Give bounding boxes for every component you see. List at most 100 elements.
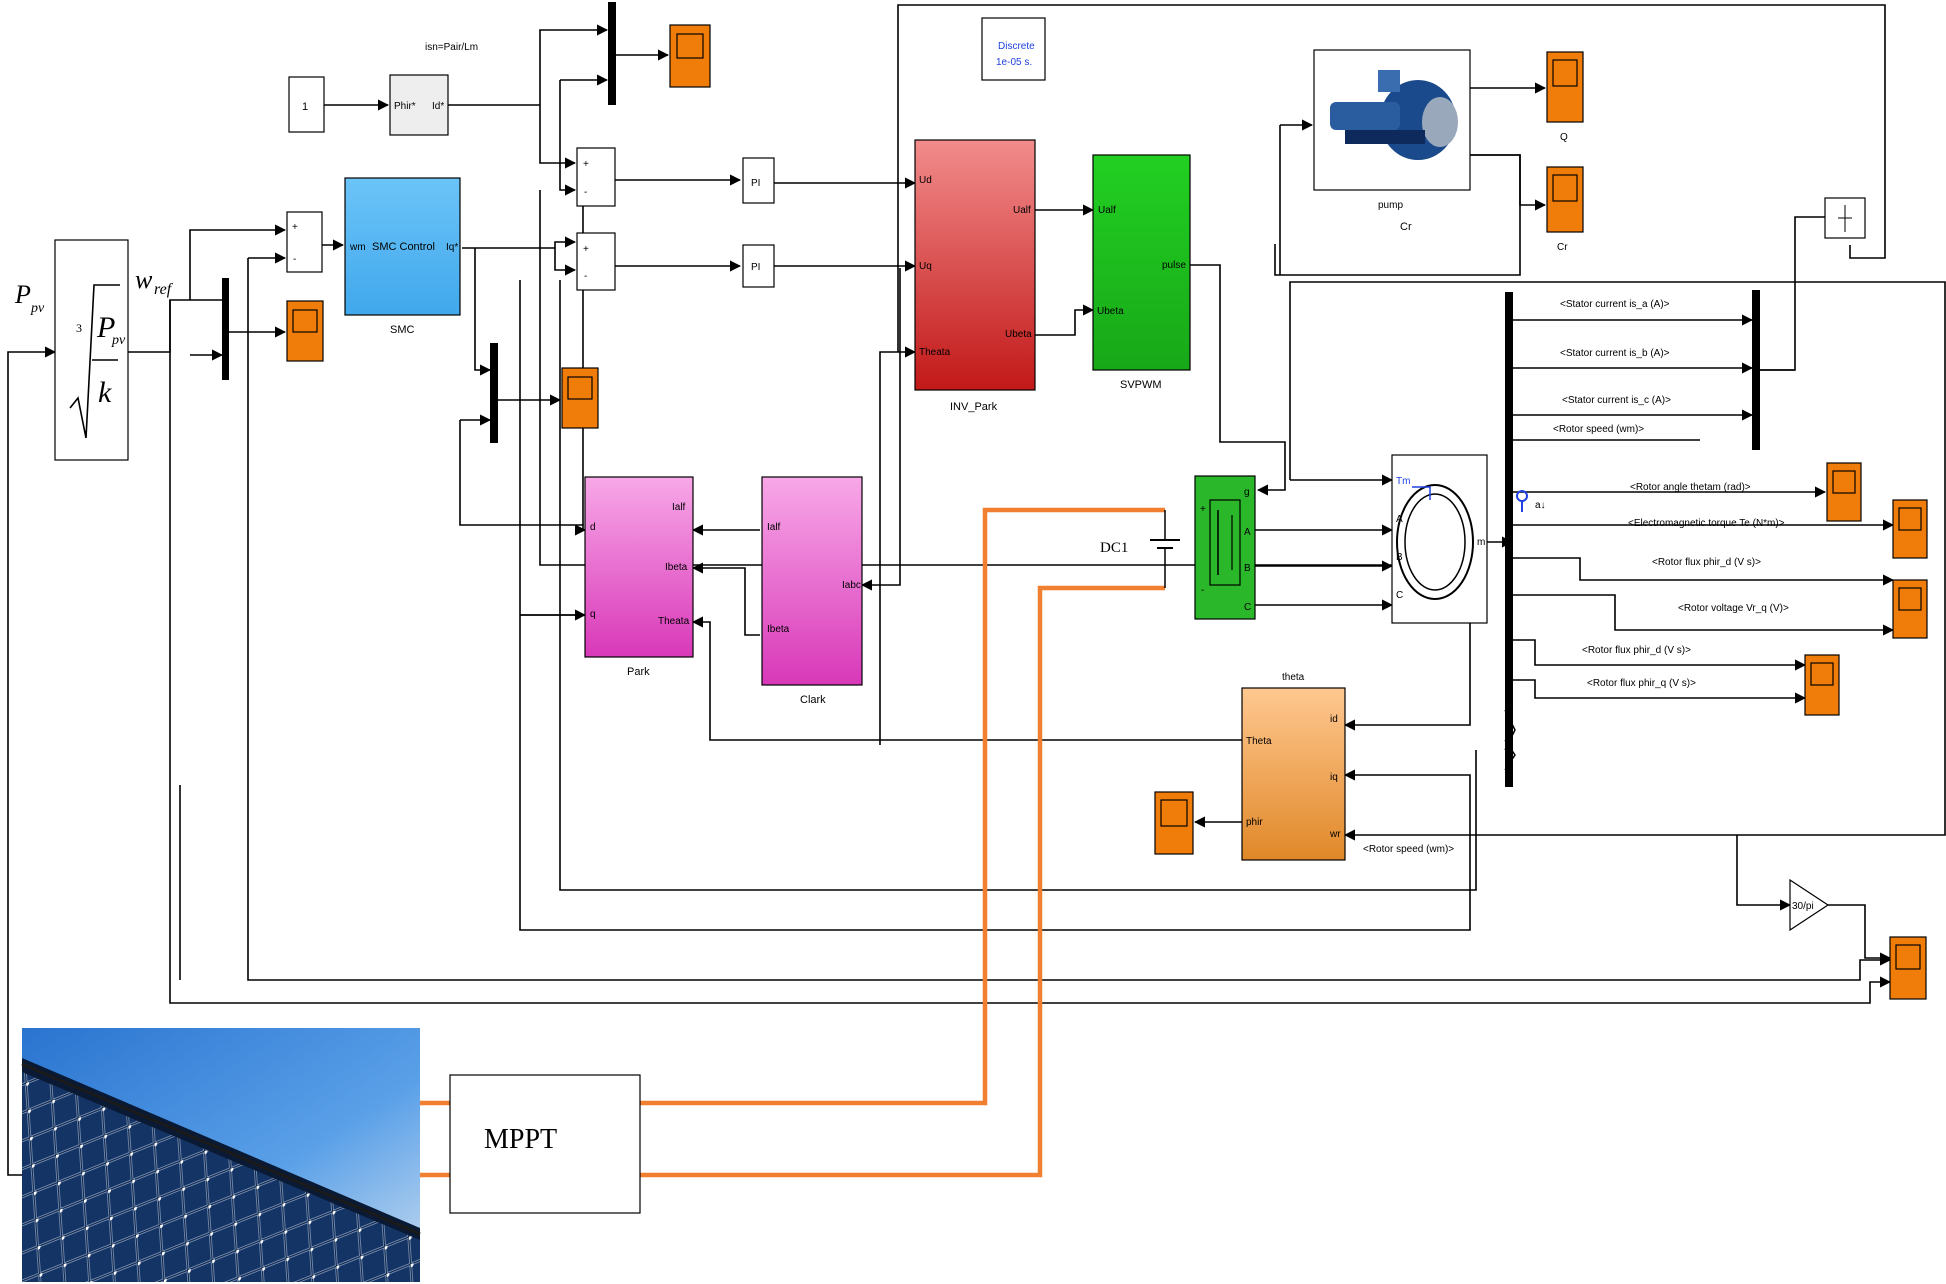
scope-phird[interactable]	[1892, 579, 1928, 639]
bus-signal-isc: <Stator current is_c (A)>	[1562, 395, 1671, 406]
scope-speed[interactable]	[1889, 936, 1927, 1000]
mux-2[interactable]	[608, 2, 616, 105]
mppt-block[interactable]: MPPT	[449, 1074, 641, 1214]
scope-2[interactable]	[669, 24, 711, 88]
svg-text:d: d	[590, 522, 596, 533]
svg-text:Uq: Uq	[919, 261, 932, 272]
pi-controller-q[interactable]: PI	[742, 244, 775, 288]
fcn-block[interactable]: isn=Pair/Lm Phir* Id*	[389, 42, 478, 136]
constant-block[interactable]: 1	[288, 76, 325, 133]
gain-block[interactable]: 30/pi	[1789, 878, 1830, 932]
rotor-speed-feedback-label: <Rotor speed (wm)>	[1363, 844, 1454, 855]
svg-text:Cr: Cr	[1557, 242, 1568, 253]
svg-text:+: +	[292, 222, 298, 233]
svg-text:PI: PI	[751, 178, 760, 189]
scope-q[interactable]: Q	[1546, 51, 1584, 143]
induction-motor[interactable]: Tm A B C m	[1391, 454, 1488, 624]
svg-text:Id*: Id*	[432, 101, 444, 112]
bus-signal-phirq: <Rotor flux phir_q (V s)>	[1587, 678, 1696, 689]
solar-panel-image	[21, 1028, 421, 1282]
mux-3[interactable]	[490, 343, 498, 443]
scope-te[interactable]	[1892, 499, 1928, 559]
formula-numerator: P	[96, 311, 115, 344]
svg-text:-: -	[584, 271, 587, 282]
svg-text:Ubeta: Ubeta	[1005, 329, 1032, 340]
svg-text:Ialf: Ialf	[672, 502, 686, 513]
clark-block[interactable]: Ialf Ibeta Iabc Clark	[761, 476, 863, 706]
dc-label: DC1	[1100, 540, 1128, 556]
pv-power-wires	[420, 507, 1165, 1178]
svg-text:C: C	[1244, 602, 1251, 613]
svg-text:30/pi: 30/pi	[1792, 901, 1814, 912]
scope-rotor-vq[interactable]	[1893, 583, 1927, 643]
svg-text:Theta: Theta	[1246, 736, 1272, 747]
bus-signal-isb: <Stator current is_b (A)>	[1560, 348, 1670, 359]
mux-1[interactable]	[222, 278, 229, 380]
clark-name: Clark	[800, 694, 826, 706]
park-block[interactable]: d q Ialf Ibeta Theata Park	[584, 476, 694, 678]
svg-text:iq: iq	[1330, 772, 1338, 783]
mppt-label: MPPT	[484, 1124, 557, 1155]
bus-signal-wm: <Rotor speed (wm)>	[1553, 424, 1644, 435]
scope-thetam[interactable]	[1826, 462, 1862, 522]
svg-text:Iq*: Iq*	[446, 242, 458, 253]
svg-text:Q: Q	[1560, 132, 1568, 143]
bus-signal-phird-2: <Rotor flux phir_d (V s)>	[1582, 645, 1691, 656]
scope-phir-dq[interactable]	[1804, 654, 1840, 716]
w-ref-sub: ref	[154, 281, 174, 298]
sum-speed-error[interactable]: + -	[286, 211, 323, 273]
smc-control-block[interactable]: SMC Control wm Iq* SMC	[344, 177, 461, 336]
smc-label: SMC Control	[372, 241, 435, 253]
svg-text:A: A	[1244, 527, 1251, 538]
bus-signal-phird-1: <Rotor flux phir_d (V s)>	[1652, 557, 1761, 568]
svg-text:-: -	[1201, 585, 1204, 596]
svg-text:Ibeta: Ibeta	[767, 624, 790, 635]
svg-text:Iabc: Iabc	[842, 580, 861, 591]
svg-text:Ualf: Ualf	[1098, 205, 1116, 216]
dc-source[interactable]: DC1	[1100, 510, 1180, 588]
scope-3[interactable]	[561, 367, 599, 429]
stator-mux[interactable]	[1752, 290, 1760, 450]
inv-park-name: INV_Park	[950, 401, 998, 413]
measurement-icon: a↓	[1516, 490, 1546, 512]
svg-text:1e-05 s.: 1e-05 s.	[996, 57, 1032, 68]
scope-1[interactable]	[286, 300, 324, 362]
selector-block[interactable]	[1824, 197, 1866, 239]
w-ref-label: w	[135, 265, 153, 294]
theta-block[interactable]: theta Theta phir id iq wr	[1241, 672, 1346, 861]
theta-title: theta	[1282, 672, 1305, 683]
svg-text:id: id	[1330, 714, 1338, 725]
svg-text:Ibeta: Ibeta	[665, 562, 688, 573]
svg-text:+: +	[583, 244, 589, 255]
bus-signal-isa: <Stator current is_a (A)>	[1560, 299, 1670, 310]
pi-controller-d[interactable]: PI	[742, 157, 775, 204]
svg-text:Discrete: Discrete	[998, 41, 1035, 52]
fcn-title: isn=Pair/Lm	[425, 42, 478, 53]
power-to-speed-formula[interactable]: 3 P pv k	[54, 239, 129, 461]
svg-text:-: -	[584, 187, 587, 198]
svg-text:Theata: Theata	[658, 616, 690, 627]
igbt-inverter[interactable]: g + - A B C	[1194, 475, 1256, 620]
inv-park-block[interactable]: Ud Uq Theata Ualf Ubeta INV_Park	[914, 139, 1036, 413]
svg-text:B: B	[1396, 552, 1403, 563]
svg-text:Theata: Theata	[919, 347, 951, 358]
p-pv-sub: pv	[30, 301, 45, 316]
scope-phir[interactable]	[1154, 791, 1194, 855]
scope-cr[interactable]: Cr	[1546, 166, 1584, 253]
sum-iq[interactable]: + -	[576, 232, 616, 291]
formula-numerator-sub: pv	[111, 333, 126, 348]
formula-denominator: k	[98, 376, 112, 409]
svpwm-block[interactable]: Ualf Ubeta pulse SVPWM	[1092, 154, 1191, 391]
svg-text:C: C	[1396, 590, 1403, 601]
svg-text:Ialf: Ialf	[767, 522, 781, 533]
pump-block[interactable]: pump Cr	[1313, 49, 1471, 233]
svg-text:Phir*: Phir*	[394, 101, 416, 112]
sum-id[interactable]: + -	[576, 147, 616, 207]
svg-text:Ubeta: Ubeta	[1097, 306, 1124, 317]
bus-selector[interactable]	[1505, 292, 1513, 787]
svg-text:q: q	[590, 609, 596, 620]
svg-text:1: 1	[302, 101, 308, 113]
svg-text:g: g	[1244, 487, 1250, 498]
powergui-discrete[interactable]: Discrete 1e-05 s.	[981, 17, 1046, 81]
